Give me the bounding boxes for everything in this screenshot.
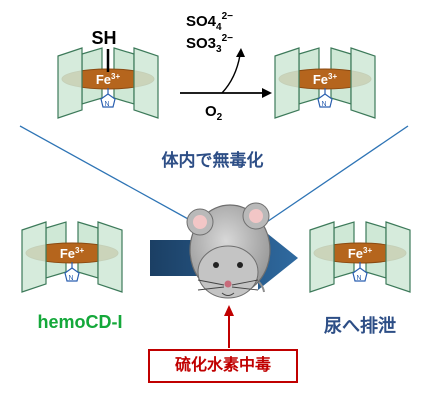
excretion-caption: 尿へ排泄: [324, 316, 396, 336]
sulfite-label: SO332−: [186, 33, 233, 55]
zoom-line-right: [254, 125, 409, 231]
hemocd-free-complex: Fe3+ N: [21, 221, 123, 293]
reaction-arrow: [180, 48, 272, 98]
hemocd-caption: hemoCD-I: [37, 312, 123, 332]
imidazole-n-label: N: [68, 275, 73, 282]
imidazole-n-label: N: [104, 101, 109, 108]
poisoning-label: 硫化水素中毒: [174, 357, 271, 374]
imidazole-n-label: N: [321, 101, 326, 108]
thiol-label: SH: [91, 28, 116, 48]
iron-label: Fe3+: [313, 72, 338, 87]
detoxification-caption: 体内で無毒化: [161, 151, 264, 170]
imidazole-n-label: N: [356, 275, 361, 282]
iron-label: Fe3+: [348, 246, 373, 261]
poisoning-box: 硫化水素中毒: [148, 349, 298, 383]
poisoning-arrow: [224, 305, 234, 348]
oxygen-label: O2: [205, 103, 223, 123]
iron-label: Fe3+: [60, 246, 85, 261]
hemocd-excreted-complex: Fe3+ N: [309, 221, 411, 293]
hemocd-thiol-complex: SH Fe3+ N: [57, 28, 159, 119]
hemocd-product-complex: Fe3+ N: [274, 47, 376, 119]
iron-label: Fe3+: [96, 72, 121, 87]
sulfate-label: SO442−: [186, 11, 233, 33]
mouse-illustration: [186, 202, 271, 299]
zoom-line-left: [19, 125, 209, 231]
